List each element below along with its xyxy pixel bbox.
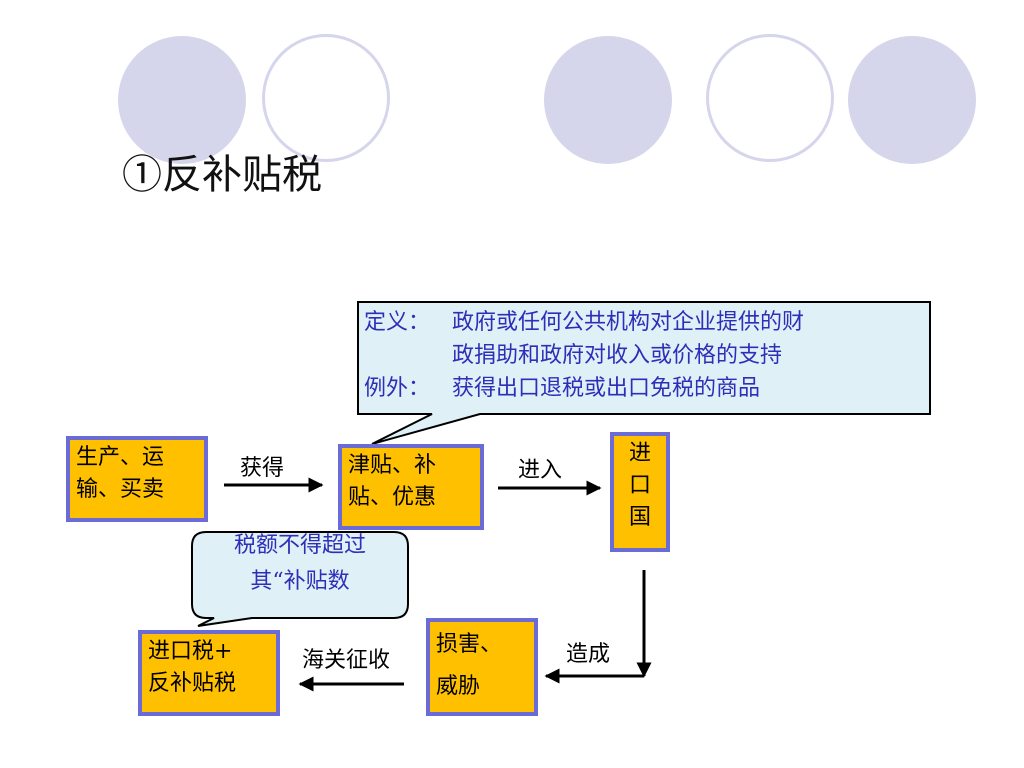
- edge-label-customs: 海关征收: [302, 648, 391, 673]
- slide-title: ①反补贴税: [122, 152, 322, 198]
- node-importing-country-line3: 国: [628, 505, 651, 530]
- node-production: 生产、运 输、买卖: [66, 436, 208, 522]
- edge-label-obtain: 获得: [240, 456, 285, 481]
- node-importing-country: 进 口 国: [610, 432, 670, 552]
- edge-label-cause: 造成: [566, 642, 611, 667]
- exception-label: 例外：: [364, 376, 431, 401]
- decor-circle-2: [544, 36, 672, 164]
- decor-ring-1: [262, 34, 390, 162]
- limit-callout: 税额不得超过 其“补贴数: [193, 528, 407, 600]
- definition-callout: 定义： 政府或任何公共机构对企业提供的财 政捐助和政府对收入或价格的支持 例外：…: [364, 306, 929, 405]
- definition-line1: 政府或任何公共机构对企业提供的财: [452, 310, 805, 335]
- edge-label-enter: 进入: [518, 458, 563, 483]
- decor-ring-2: [706, 34, 834, 162]
- definition-callout-shape: [357, 301, 931, 445]
- decor-circle-3: [848, 36, 976, 164]
- node-production-line1: 生产、运: [76, 445, 165, 470]
- definition-label: 定义：: [364, 310, 431, 335]
- node-damage: 损害、 威胁: [426, 618, 538, 716]
- node-subsidy: 津贴、补 贴、优惠: [338, 444, 484, 530]
- exception-line: 获得出口退税或出口免税的商品: [452, 376, 761, 401]
- decor-circle-1: [118, 36, 246, 164]
- node-damage-line2: 威胁: [436, 674, 481, 699]
- node-subsidy-line1: 津贴、补: [348, 453, 437, 478]
- limit-callout-shape: [191, 531, 409, 627]
- definition-line2: 政捐助和政府对收入或价格的支持: [452, 343, 783, 368]
- node-damage-line1: 损害、: [436, 632, 503, 657]
- node-importing-country-line1: 进: [628, 441, 651, 466]
- node-production-line2: 输、买卖: [76, 477, 165, 502]
- node-duty: 进口税+ 反补贴税: [138, 630, 280, 716]
- limit-callout-line2: 其“补贴数: [250, 569, 350, 594]
- node-subsidy-line2: 贴、优惠: [348, 485, 437, 510]
- node-duty-line2: 反补贴税: [148, 671, 237, 696]
- limit-callout-line1: 税额不得超过: [233, 533, 366, 558]
- node-importing-country-line2: 口: [628, 473, 651, 498]
- node-duty-line1: 进口税+: [148, 639, 233, 664]
